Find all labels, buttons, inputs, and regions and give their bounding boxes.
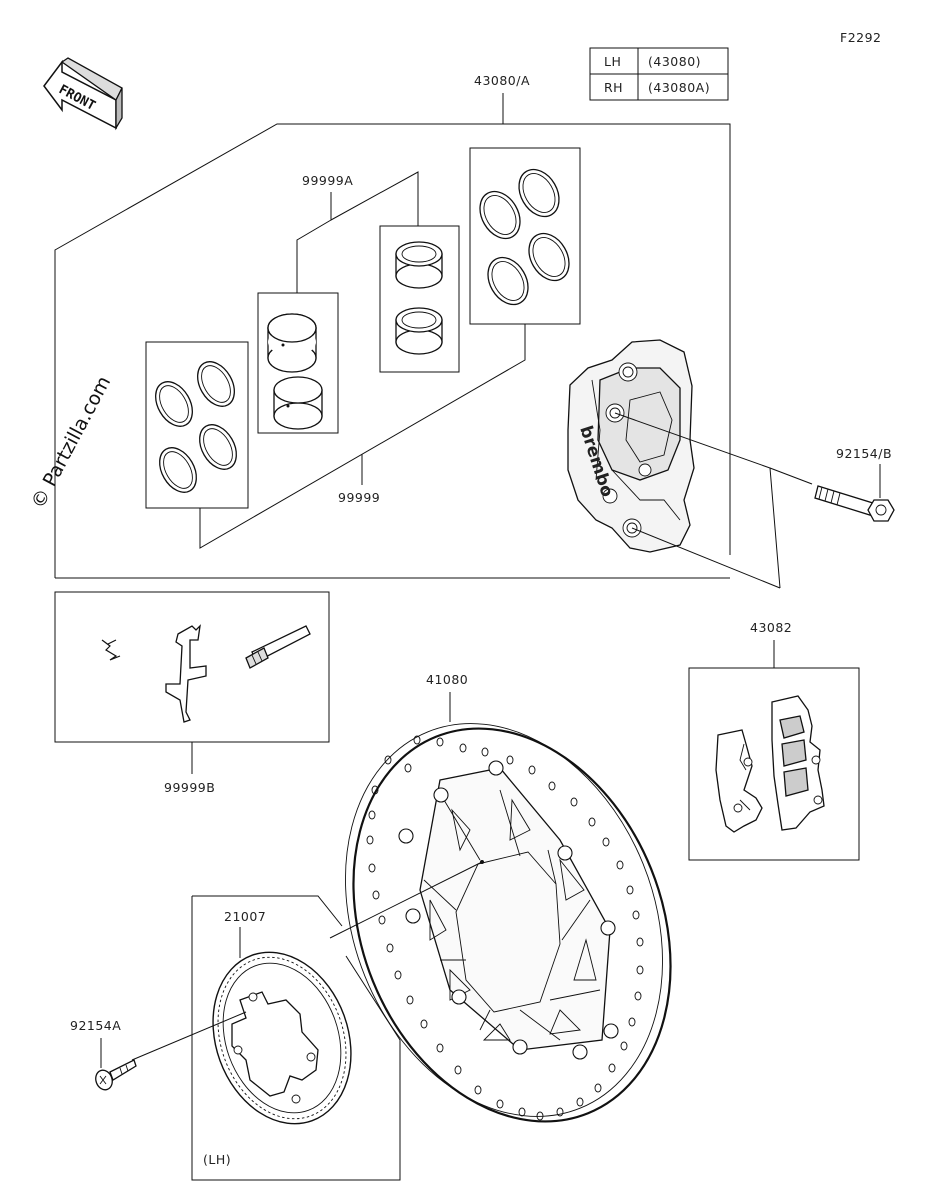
disc-vent-holes: [366, 735, 644, 1121]
label-caliper-assembly: 43080/A: [474, 73, 530, 88]
rotor-note: (LH): [203, 1152, 231, 1167]
pad-set-box: [688, 667, 860, 861]
label-seal-kit: 99999: [338, 490, 380, 505]
piston-box-right: [379, 225, 460, 373]
watermark: © Partzilla.com: [27, 373, 115, 513]
spring-clip-icon: [101, 639, 121, 661]
front-arrow-icon: FRONT: [43, 57, 123, 131]
sensor-rotor-box: [191, 895, 401, 1181]
seal-ring-icon: [199, 424, 237, 470]
seal-ring-icon: [159, 447, 197, 493]
brake-disc-icon: [345, 723, 672, 1123]
brake-pad-icon: [715, 729, 763, 833]
label-caliper-bolt: 92154/B: [836, 446, 892, 461]
piston-icon: [395, 307, 443, 355]
caliper-assembly-outline: [54, 93, 731, 579]
seal-ring-icon: [518, 168, 560, 218]
piston-box-left: [257, 292, 339, 434]
disc-carrier: [419, 767, 611, 1051]
screw-icon: [95, 1059, 137, 1091]
seal-ring-icon: [197, 361, 235, 407]
seal-box-left: [145, 341, 249, 509]
brake-caliper-icon: brembo: [567, 339, 695, 553]
seal-ring-icon: [479, 190, 521, 240]
piston-icon: [273, 376, 323, 430]
piston-icon: [267, 313, 317, 373]
seal-ring-icon: [528, 232, 570, 282]
seal-ring-icon: [487, 256, 529, 306]
figure-code: F2292: [840, 30, 882, 45]
pin-kit-box: [54, 591, 330, 743]
label-piston-set: 99999A: [302, 173, 353, 188]
disc-button-holes: [398, 760, 619, 1060]
side-legend: LH (43080) RH (43080A): [589, 47, 729, 101]
legend-part-lh: (43080): [648, 54, 701, 69]
legend-side-rh: RH: [604, 80, 623, 95]
caliper-bolt-icon: [814, 485, 895, 522]
legend-part-rh: (43080A): [648, 80, 710, 95]
label-pad-set: 43082: [750, 620, 792, 635]
label-sensor-rotor: 21007: [224, 909, 266, 924]
piston-icon: [395, 241, 443, 289]
pad-pin-icon: [245, 625, 311, 669]
sensor-rotor-icon: [212, 951, 352, 1125]
label-brake-disc: 41080: [426, 672, 468, 687]
brake-pad-icon: [771, 695, 825, 831]
pad-spring-icon: [165, 624, 207, 723]
seal-box-right: [469, 147, 581, 325]
label-rotor-screw: 92154A: [70, 1018, 121, 1033]
label-pin-kit: 99999B: [164, 780, 215, 795]
legend-side-lh: LH: [604, 54, 621, 69]
seal-ring-icon: [155, 381, 193, 427]
